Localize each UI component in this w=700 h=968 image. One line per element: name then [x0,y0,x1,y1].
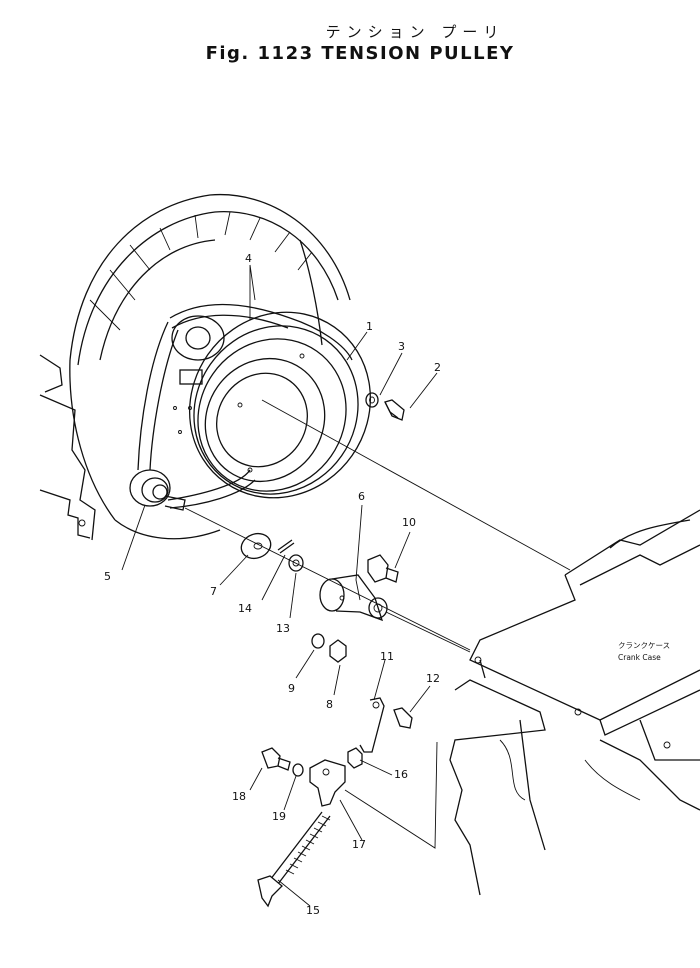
callout-19: 19 [272,810,286,823]
figure-title-block: テンション プーリ Fig. 1123 TENSION PULLEY [0,22,700,66]
figure-title-english: Fig. 1123 TENSION PULLEY [205,43,515,64]
figure-title-japanese: テンション プーリ [325,23,505,41]
leader-lines [121,264,438,907]
fan-housing [69,193,351,540]
axis-line-pulley [261,399,571,571]
callout-5: 5 [104,570,111,583]
reference-line-arm [385,611,471,653]
callout-8: 8 [326,698,333,711]
idler-pulley-upper [171,315,225,385]
bolt-part-12 [393,707,413,729]
callout-4: 4 [245,252,252,265]
callout-10: 10 [402,516,416,529]
callout-16: 16 [394,768,408,781]
callout-13: 13 [276,622,290,635]
callout-18: 18 [232,790,246,803]
callout-9: 9 [288,682,295,695]
nut-part-8 [329,639,347,663]
bolt-part-18 [261,747,291,771]
adjusting-bolt-part-15 [257,811,331,908]
plate-washer-part-7 [240,532,272,560]
callout-2: 2 [434,361,441,374]
bracket-part-17 [309,759,346,807]
callout-3: 3 [398,340,405,353]
callout-12: 12 [426,672,440,685]
nut-part-16 [347,747,363,769]
crank-case-label-english: Crank Case [618,653,661,662]
crank-pulley [129,469,186,511]
callout-17: 17 [352,838,366,851]
washer-part-3 [365,392,379,408]
bolt-part-2 [384,399,405,421]
crank-case-label-japanese: クランクケース [618,641,670,650]
callout-6: 6 [358,490,365,503]
collar-part-13 [288,554,304,572]
tension-pulley [173,311,372,499]
adjusting-link-part-11 [359,697,385,753]
callout-1: 1 [366,320,373,333]
bolt-part-10 [367,554,399,583]
callout-15: 15 [306,904,320,917]
callout-14: 14 [238,602,252,615]
callout-7: 7 [210,585,217,598]
washer-part-9 [311,633,325,649]
callout-11: 11 [380,650,394,663]
reference-line-bracket [344,741,438,849]
crank-case [449,509,700,896]
axis-line-shaft [184,507,471,651]
engine-body-left [39,354,96,541]
tension-arm-part-6 [319,574,388,622]
cotter-pin-part-14 [277,539,295,554]
washer-part-19 [292,763,304,777]
